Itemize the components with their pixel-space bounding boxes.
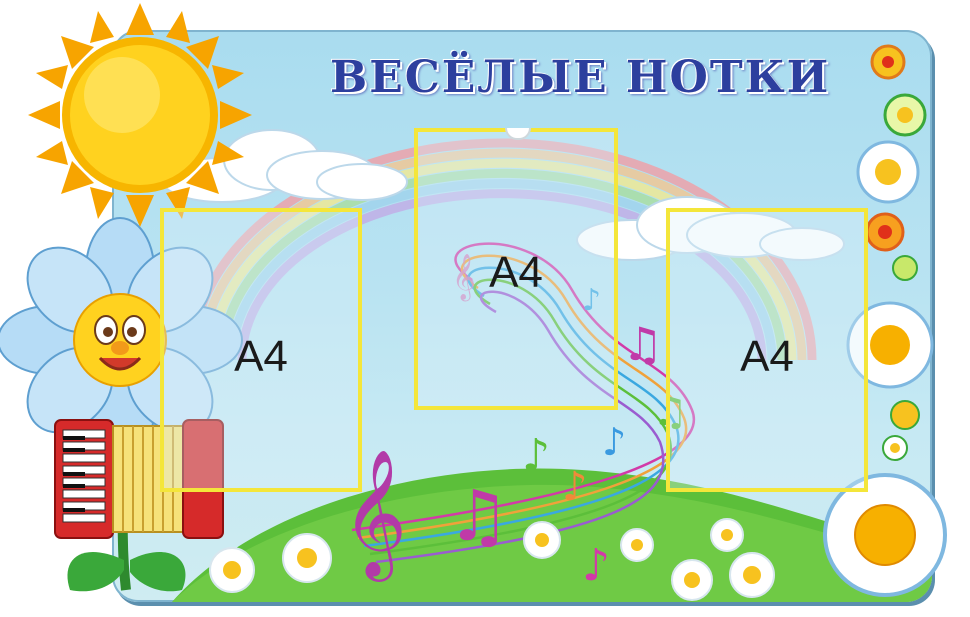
a4-pocket-right: A4: [666, 208, 868, 492]
board-background-art: 𝄞 𝄞 ♫ ♪ ♪ ♪ ♫ ♫ ♪ ♪: [161, 129, 932, 602]
flower-character: [0, 217, 243, 592]
svg-text:♫: ♫: [447, 475, 510, 557]
treble-clef-icon: 𝄞: [452, 254, 476, 302]
music-note-icon: ♫ ♪ ♪ ♪ ♫ ♫ ♪ ♪: [447, 283, 688, 591]
daisy-flower-icon: [209, 518, 775, 601]
a4-pocket-left: A4: [160, 208, 362, 492]
svg-text:♪: ♪: [582, 540, 610, 591]
music-staff: [351, 242, 696, 564]
svg-text:♪: ♪: [522, 430, 550, 481]
daisy-flower-icon: [823, 44, 947, 597]
svg-text:♫: ♫: [622, 317, 663, 371]
pocket-label: A4: [234, 332, 288, 381]
sun-icon: [28, 3, 252, 227]
page-title: ВЕСЁЛЫЕ НОТКИ: [330, 52, 831, 103]
svg-text:♪: ♪: [582, 283, 601, 318]
svg-text:𝄞: 𝄞: [452, 254, 476, 302]
svg-text:♪: ♪: [602, 420, 626, 464]
pocket-notch: [505, 128, 531, 140]
rainbow-icon: [187, 138, 817, 361]
svg-text:♪: ♪: [562, 464, 588, 510]
a4-pocket-center: A4: [414, 128, 618, 410]
svg-text:𝄞: 𝄞: [342, 448, 407, 582]
pocket-label: A4: [489, 248, 543, 297]
stand-board: 𝄞 𝄞 ♫ ♪ ♪ ♪ ♫ ♫ ♪ ♪: [112, 30, 932, 602]
pocket-label: A4: [740, 332, 794, 381]
treble-clef-icon: 𝄞: [342, 448, 407, 582]
